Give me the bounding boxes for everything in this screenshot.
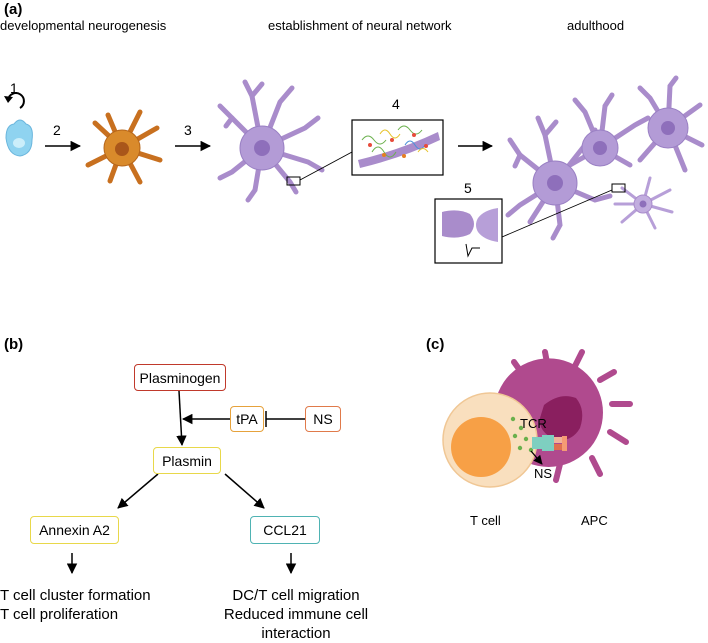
panel-b-label: (b)	[4, 336, 24, 353]
step-5-label: 5	[464, 180, 472, 196]
apc-label: APC	[581, 513, 608, 528]
zoom-line	[299, 151, 353, 181]
outcome-reduced-interaction: Reduced immune cell	[223, 606, 369, 623]
synapse-inset	[434, 198, 503, 264]
ecm-inset	[351, 119, 444, 176]
cycle-arrow-icon	[4, 92, 25, 109]
annexin-outcomes: T cell cluster formation T cell prolifer…	[0, 586, 160, 624]
t-cell-label: T cell	[470, 513, 501, 528]
tcr-receptor	[532, 435, 567, 451]
ns-arrow	[530, 450, 543, 465]
t-cell	[442, 392, 538, 488]
plasminogen-node: Plasminogen	[134, 364, 226, 391]
panel-a-label: (a)	[4, 1, 23, 18]
panel-c-label: (c)	[426, 336, 445, 353]
outcome-t-cell-cluster: T cell cluster formation	[0, 587, 151, 604]
outcome-interaction: interaction	[261, 625, 331, 642]
ns-node: NS	[305, 406, 341, 432]
ns-label: NS	[534, 466, 553, 481]
synapse-zoom-marker	[611, 183, 626, 193]
outcome-migration: DC/T cell migration	[232, 587, 360, 604]
stage-developmental-neurogenesis: developmental neurogenesis	[0, 18, 167, 33]
progenitor-cell	[85, 109, 163, 185]
tcr-label: TCR	[520, 416, 547, 431]
step-3-label: 3	[184, 122, 192, 138]
stage-neural-network: establishment of neural network	[268, 18, 452, 33]
stage-adulthood: adulthood	[567, 18, 625, 33]
synapse-zoom-line	[501, 189, 613, 238]
outcome-t-cell-proliferation: T cell proliferation	[0, 606, 119, 623]
step-2-label: 2	[53, 122, 61, 138]
tpa-node: tPA	[230, 406, 264, 432]
zoom-marker	[286, 176, 301, 186]
ccl21-outcomes: DC/T cell migration Reduced immune cell …	[216, 586, 376, 643]
plasmin-node: Plasmin	[153, 447, 221, 474]
step-4-label: 4	[392, 96, 400, 112]
adult-neuron-somas	[532, 107, 689, 214]
ccl21-node: CCL21	[250, 516, 320, 544]
stem-cell	[5, 119, 33, 157]
annexin-a2-node: Annexin A2	[30, 516, 119, 544]
step-1-label: 1	[10, 80, 18, 96]
young-neuron	[217, 79, 325, 203]
pathway-arrows	[66, 390, 305, 575]
